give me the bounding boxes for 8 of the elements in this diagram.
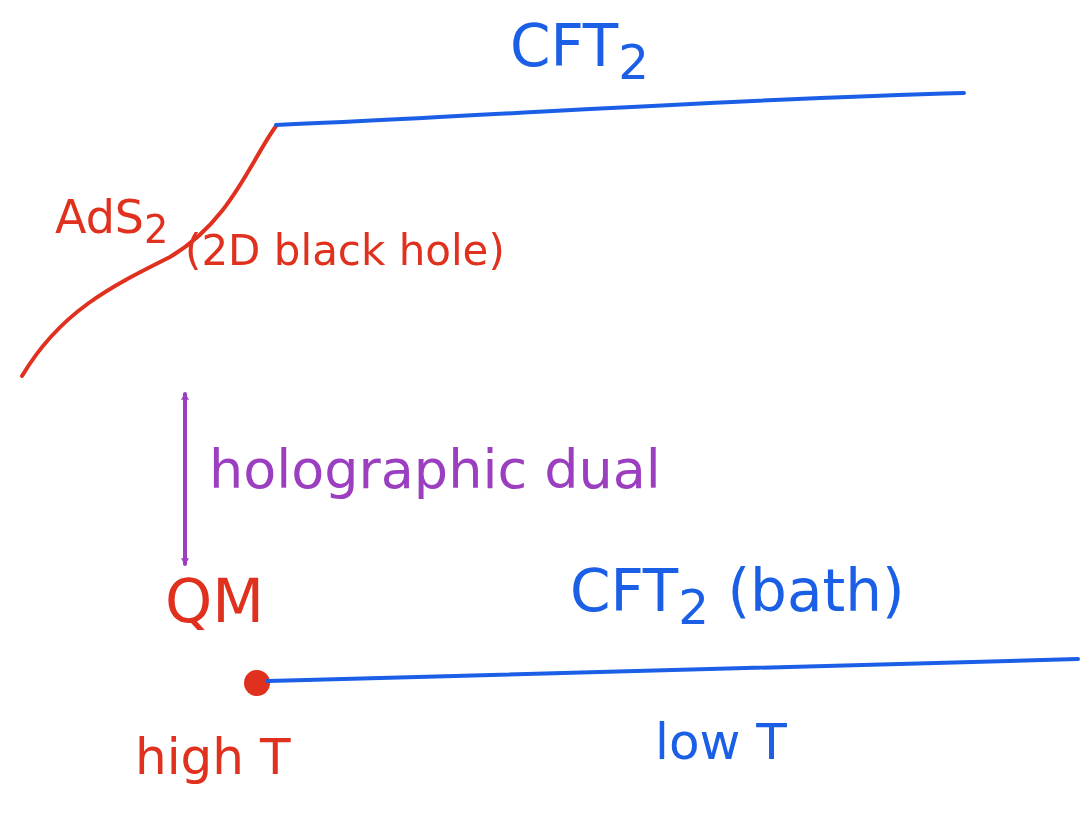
- node-label: (2D black hole): [185, 228, 505, 275]
- double-arrow: [181, 392, 189, 566]
- node-caption: high T: [135, 730, 291, 785]
- node-label: AdS$_{2}$: [55, 192, 169, 252]
- node-label: CFT$_{2}$: [510, 15, 650, 89]
- node-caption: low T: [655, 715, 787, 770]
- node-label: CFT$_{2}$ (bath): [570, 560, 905, 634]
- node-label: QM: [165, 568, 264, 634]
